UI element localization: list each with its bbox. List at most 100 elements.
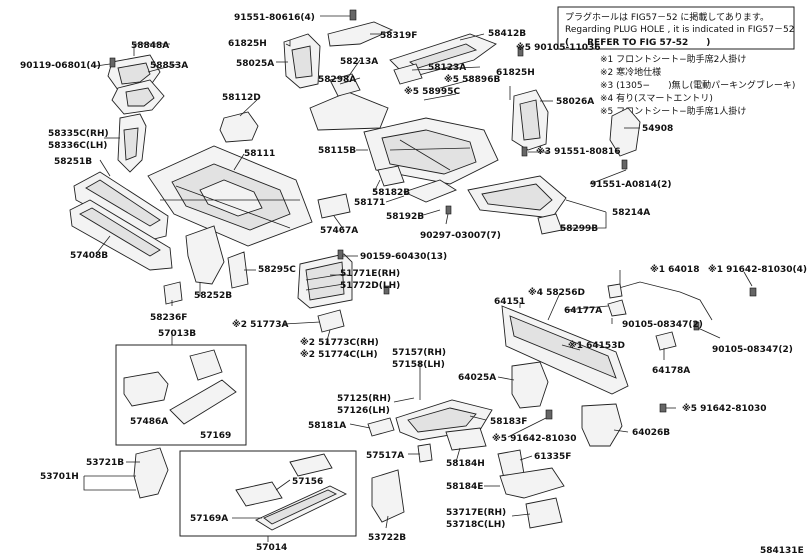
label-57126: 57126(LH) bbox=[337, 406, 390, 416]
label-57125: 57125(RH) bbox=[337, 394, 391, 404]
part-57517a-drawing bbox=[417, 443, 433, 463]
label-54908: 54908 bbox=[642, 124, 673, 134]
label-64153d: ※1 64153D bbox=[568, 340, 625, 351]
label-51773a: ※2 51773A bbox=[232, 319, 288, 330]
part-58214a-drawing bbox=[467, 175, 567, 219]
part-labels: 58848A 90119-06801(4) 58853A 58335C(RH) … bbox=[20, 13, 807, 556]
label-58184h: 58184H bbox=[446, 459, 485, 469]
notice-line-2: Regarding PLUG HOLE , it is indicated in… bbox=[565, 25, 794, 35]
label-58111: 58111 bbox=[244, 149, 275, 159]
label-57517a: 57517A bbox=[366, 451, 404, 461]
label-91551-80616: 91551-80616(4) bbox=[234, 13, 315, 23]
label-58171: 58171 bbox=[354, 198, 385, 208]
label-90297-03007: 90297-03007(7) bbox=[420, 231, 501, 241]
part-64025a-drawing bbox=[511, 361, 549, 409]
part-57486a-drawing bbox=[123, 371, 169, 407]
label-57157: 57157(RH) bbox=[392, 348, 446, 358]
legend-note-4: ※4 有り(スマートエントリ) bbox=[600, 92, 713, 104]
part-58181a-drawing bbox=[367, 417, 395, 437]
label-53717e: 53717E(RH) bbox=[446, 508, 506, 518]
part-57169a-drawing bbox=[255, 485, 348, 531]
label-90105-08347-right: 90105-08347(2) bbox=[712, 345, 793, 355]
label-58256d: ※4 58256D bbox=[528, 287, 585, 298]
label-91551-a0814: 91551-A0814(2) bbox=[590, 180, 672, 190]
plug-hole-notice: プラグホールは FIG57－52 に掲載してあります。 Regarding PL… bbox=[557, 6, 795, 50]
label-58295c: 58295C bbox=[258, 265, 296, 275]
label-53722b: 53722B bbox=[368, 533, 406, 543]
footnote-legend: ※1 フロントシート−助手席2人掛け ※2 寒冷地仕様 ※3 (1305− )無… bbox=[600, 53, 795, 117]
label-58182b: 58182B bbox=[372, 188, 410, 198]
part-58252b-drawing bbox=[185, 225, 249, 289]
label-58236f: 58236F bbox=[150, 313, 187, 323]
label-61825h-left: 61825H bbox=[228, 39, 267, 49]
part-64151-drawing bbox=[501, 305, 629, 395]
part-58184h-drawing bbox=[445, 427, 487, 451]
label-group-57013b: 57013B bbox=[158, 329, 196, 339]
part-58025a-drawing bbox=[283, 33, 321, 89]
part-58171-drawing bbox=[402, 179, 457, 203]
part-53722b-drawing bbox=[371, 469, 405, 523]
label-58026a: 58026A bbox=[556, 97, 594, 107]
label-53721b: 53721B bbox=[86, 458, 124, 468]
label-64018: ※1 64018 bbox=[650, 264, 699, 275]
part-58299b-drawing bbox=[537, 213, 563, 235]
notice-line-1: プラグホールは FIG57－52 に掲載してあります。 bbox=[565, 11, 769, 23]
label-58213a: 58213A bbox=[340, 57, 378, 67]
part-58213a-drawing bbox=[309, 91, 389, 131]
legend-note-5: ※5 フロントシート−助手席1人掛け bbox=[600, 105, 746, 117]
part-64178a-drawing bbox=[655, 331, 677, 351]
label-58412b: 58412B bbox=[488, 29, 526, 39]
part-57408b-drawing bbox=[69, 199, 173, 271]
label-58123a: 58123A bbox=[428, 63, 466, 73]
label-61335f: 61335F bbox=[534, 452, 571, 462]
label-58995c: ※5 58995C bbox=[404, 86, 460, 97]
leader-lines bbox=[83, 15, 753, 542]
label-58896b: ※5 58896B bbox=[444, 74, 500, 85]
part-58251b-drawing bbox=[73, 171, 169, 241]
label-58112d: 58112D bbox=[222, 93, 261, 103]
part-58111-drawing bbox=[147, 145, 313, 247]
label-58848a: 58848A bbox=[131, 41, 169, 51]
part-57156-drawing bbox=[235, 453, 333, 507]
part-53717e-drawing bbox=[525, 497, 563, 529]
label-57156: 57156 bbox=[292, 477, 323, 487]
part-58236f-drawing bbox=[163, 281, 183, 305]
label-64177a: 64177A bbox=[564, 306, 602, 316]
label-58319f: 58319F bbox=[380, 31, 417, 41]
part-54908-drawing bbox=[609, 107, 641, 157]
label-61825h-right: 61825H bbox=[496, 68, 535, 78]
part-58853a-drawing bbox=[111, 79, 165, 115]
label-group-57014: 57014 bbox=[256, 543, 287, 553]
label-57158: 57158(LH) bbox=[392, 360, 445, 370]
label-53718c: 53718C(LH) bbox=[446, 520, 505, 530]
figure-code: 584131E bbox=[760, 546, 804, 556]
label-58214a: 58214A bbox=[612, 208, 650, 218]
part-58182b-drawing bbox=[377, 165, 405, 187]
label-58115b: 58115B bbox=[318, 146, 356, 156]
label-58181a: 58181A bbox=[308, 421, 346, 431]
label-58192b: 58192B bbox=[386, 212, 424, 222]
label-58184e: 58184E bbox=[446, 482, 483, 492]
label-58336c: 58336C(LH) bbox=[48, 141, 107, 151]
label-53701h: 53701H bbox=[40, 472, 79, 482]
label-58252b: 58252B bbox=[194, 291, 232, 301]
label-51773c: ※2 51773C(RH) bbox=[300, 337, 379, 348]
legend-note-1: ※1 フロントシート−助手席2人掛け bbox=[600, 53, 746, 65]
part-58026a-drawing bbox=[511, 89, 549, 151]
part-51771e-drawing bbox=[297, 253, 353, 309]
label-90105-11036: ※5 90105-11036 bbox=[516, 42, 601, 53]
label-58251b: 58251B bbox=[54, 157, 92, 167]
label-57169a: 57169A bbox=[190, 514, 228, 524]
label-90159-60430: 90159-60430(13) bbox=[360, 252, 447, 262]
part-58319f-drawing bbox=[327, 21, 394, 47]
notice-line-3: ( REFER TO FIG 57-52 ) bbox=[565, 38, 710, 48]
label-64026b: 64026B bbox=[632, 428, 670, 438]
legend-note-3: ※3 (1305− )無し(電動パーキングブレーキ) bbox=[600, 79, 795, 91]
label-58335c: 58335C(RH) bbox=[48, 129, 109, 139]
label-90119-06801: 90119-06801(4) bbox=[20, 61, 101, 71]
part-51773a-drawing bbox=[317, 309, 345, 333]
label-58299b: 58299B bbox=[560, 224, 598, 234]
fastener-bolts bbox=[109, 9, 757, 420]
label-64178a: 64178A bbox=[652, 366, 690, 376]
